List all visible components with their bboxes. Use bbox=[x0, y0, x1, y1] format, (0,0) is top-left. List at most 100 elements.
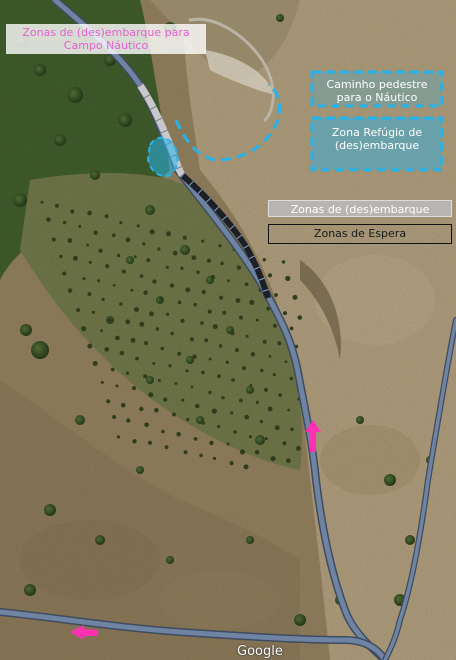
olive-tree bbox=[139, 274, 144, 278]
olive-tree bbox=[233, 430, 237, 434]
olive-tree bbox=[139, 321, 145, 327]
direction-arrow-icon bbox=[305, 420, 321, 452]
olive-tree bbox=[161, 429, 165, 434]
olive-tree bbox=[160, 346, 165, 351]
olive-tree bbox=[212, 456, 217, 461]
olive-tree bbox=[143, 374, 148, 379]
olive-tree bbox=[186, 417, 190, 422]
olive-tree bbox=[144, 422, 149, 428]
olive-tree bbox=[172, 412, 176, 417]
olive-grove-rows bbox=[40, 200, 303, 470]
olive-tree bbox=[207, 309, 212, 314]
olive-tree bbox=[183, 450, 188, 455]
olive-tree bbox=[101, 297, 105, 302]
olive-tree bbox=[104, 347, 109, 352]
google-attribution: Google bbox=[237, 644, 283, 659]
olive-tree bbox=[201, 370, 205, 375]
olive-tree bbox=[250, 352, 256, 357]
olive-tree bbox=[267, 273, 273, 278]
olive-tree bbox=[227, 279, 230, 283]
olive-tree bbox=[93, 230, 98, 235]
olive-tree bbox=[267, 406, 273, 412]
olive-tree bbox=[200, 321, 204, 325]
olive-tree bbox=[170, 331, 174, 336]
olive-tree bbox=[281, 260, 286, 264]
olive-tree bbox=[116, 253, 121, 258]
olive-tree bbox=[154, 407, 159, 413]
olive-tree bbox=[204, 338, 209, 343]
olive-tree bbox=[104, 214, 109, 219]
olive-tree bbox=[157, 247, 161, 251]
olive-tree bbox=[295, 446, 301, 451]
olive-tree bbox=[196, 270, 200, 275]
olive-tree bbox=[292, 294, 298, 300]
legend-refugio-box bbox=[310, 116, 444, 172]
olive-tree bbox=[130, 337, 136, 343]
olive-tree bbox=[192, 354, 197, 359]
olive-tree bbox=[120, 402, 126, 408]
olive-tree bbox=[282, 441, 287, 446]
olive-tree bbox=[268, 355, 272, 358]
olive-tree bbox=[165, 265, 169, 269]
olive-tree bbox=[182, 235, 187, 240]
olive-tree bbox=[263, 387, 269, 392]
olive-tree bbox=[231, 378, 236, 382]
legend-zonas-espera: Zonas de Espera bbox=[268, 224, 452, 244]
olive-tree bbox=[190, 385, 194, 389]
olive-tree bbox=[208, 357, 212, 361]
olive-tree bbox=[229, 461, 234, 466]
olive-tree bbox=[264, 437, 268, 441]
olive-tree bbox=[274, 293, 278, 297]
olive-tree bbox=[221, 396, 225, 400]
refuge-zone bbox=[146, 136, 179, 178]
label-caminho-pedestre: Caminho pedestre para o Náutico bbox=[326, 78, 428, 104]
olive-tree bbox=[287, 408, 290, 412]
olive-tree bbox=[278, 393, 282, 397]
olive-tree bbox=[62, 271, 67, 276]
olive-tree bbox=[254, 449, 260, 455]
olive-tree bbox=[163, 397, 168, 402]
olive-tree bbox=[91, 310, 96, 314]
olive-tree bbox=[51, 237, 56, 242]
olive-tree bbox=[181, 398, 185, 402]
olive-tree bbox=[242, 366, 246, 371]
olive-tree bbox=[212, 324, 218, 330]
olive-tree bbox=[218, 244, 222, 248]
olive-tree bbox=[125, 237, 131, 243]
olive-tree bbox=[106, 399, 111, 404]
olive-tree bbox=[82, 277, 86, 281]
espera-zone bbox=[180, 172, 271, 299]
olive-tree bbox=[67, 288, 73, 293]
olive-tree bbox=[270, 456, 276, 462]
olive-tree bbox=[135, 356, 139, 361]
olive-tree bbox=[244, 414, 250, 420]
olive-tree bbox=[125, 319, 131, 325]
olive-tree bbox=[115, 384, 119, 388]
olive-tree bbox=[107, 317, 112, 323]
label-zona-refugio: Zona Refúgio de (des)embarque bbox=[331, 126, 423, 152]
olive-tree bbox=[244, 282, 249, 287]
olive-tree bbox=[115, 335, 120, 341]
olive-tree bbox=[199, 453, 203, 458]
olive-tree bbox=[272, 373, 276, 377]
direction-arrow-icon bbox=[70, 625, 98, 640]
olive-tree bbox=[155, 327, 160, 331]
olive-tree bbox=[132, 439, 137, 444]
olive-tree bbox=[67, 238, 73, 243]
olive-tree bbox=[249, 383, 253, 387]
olive-tree bbox=[165, 312, 170, 316]
olive-tree bbox=[185, 287, 191, 293]
olive-tree bbox=[285, 275, 291, 281]
legend-zonas-desembarque: Zonas de (des)embarque bbox=[268, 200, 452, 217]
olive-tree bbox=[220, 261, 224, 266]
olive-tree bbox=[55, 203, 59, 208]
olive-tree bbox=[146, 258, 151, 263]
olive-tree bbox=[274, 425, 280, 431]
olive-tree bbox=[86, 243, 89, 247]
olive-tree bbox=[40, 200, 44, 204]
olive-tree bbox=[131, 386, 137, 391]
pedestrian-route bbox=[174, 83, 282, 162]
olive-tree bbox=[46, 217, 51, 222]
olive-tree bbox=[70, 209, 75, 214]
